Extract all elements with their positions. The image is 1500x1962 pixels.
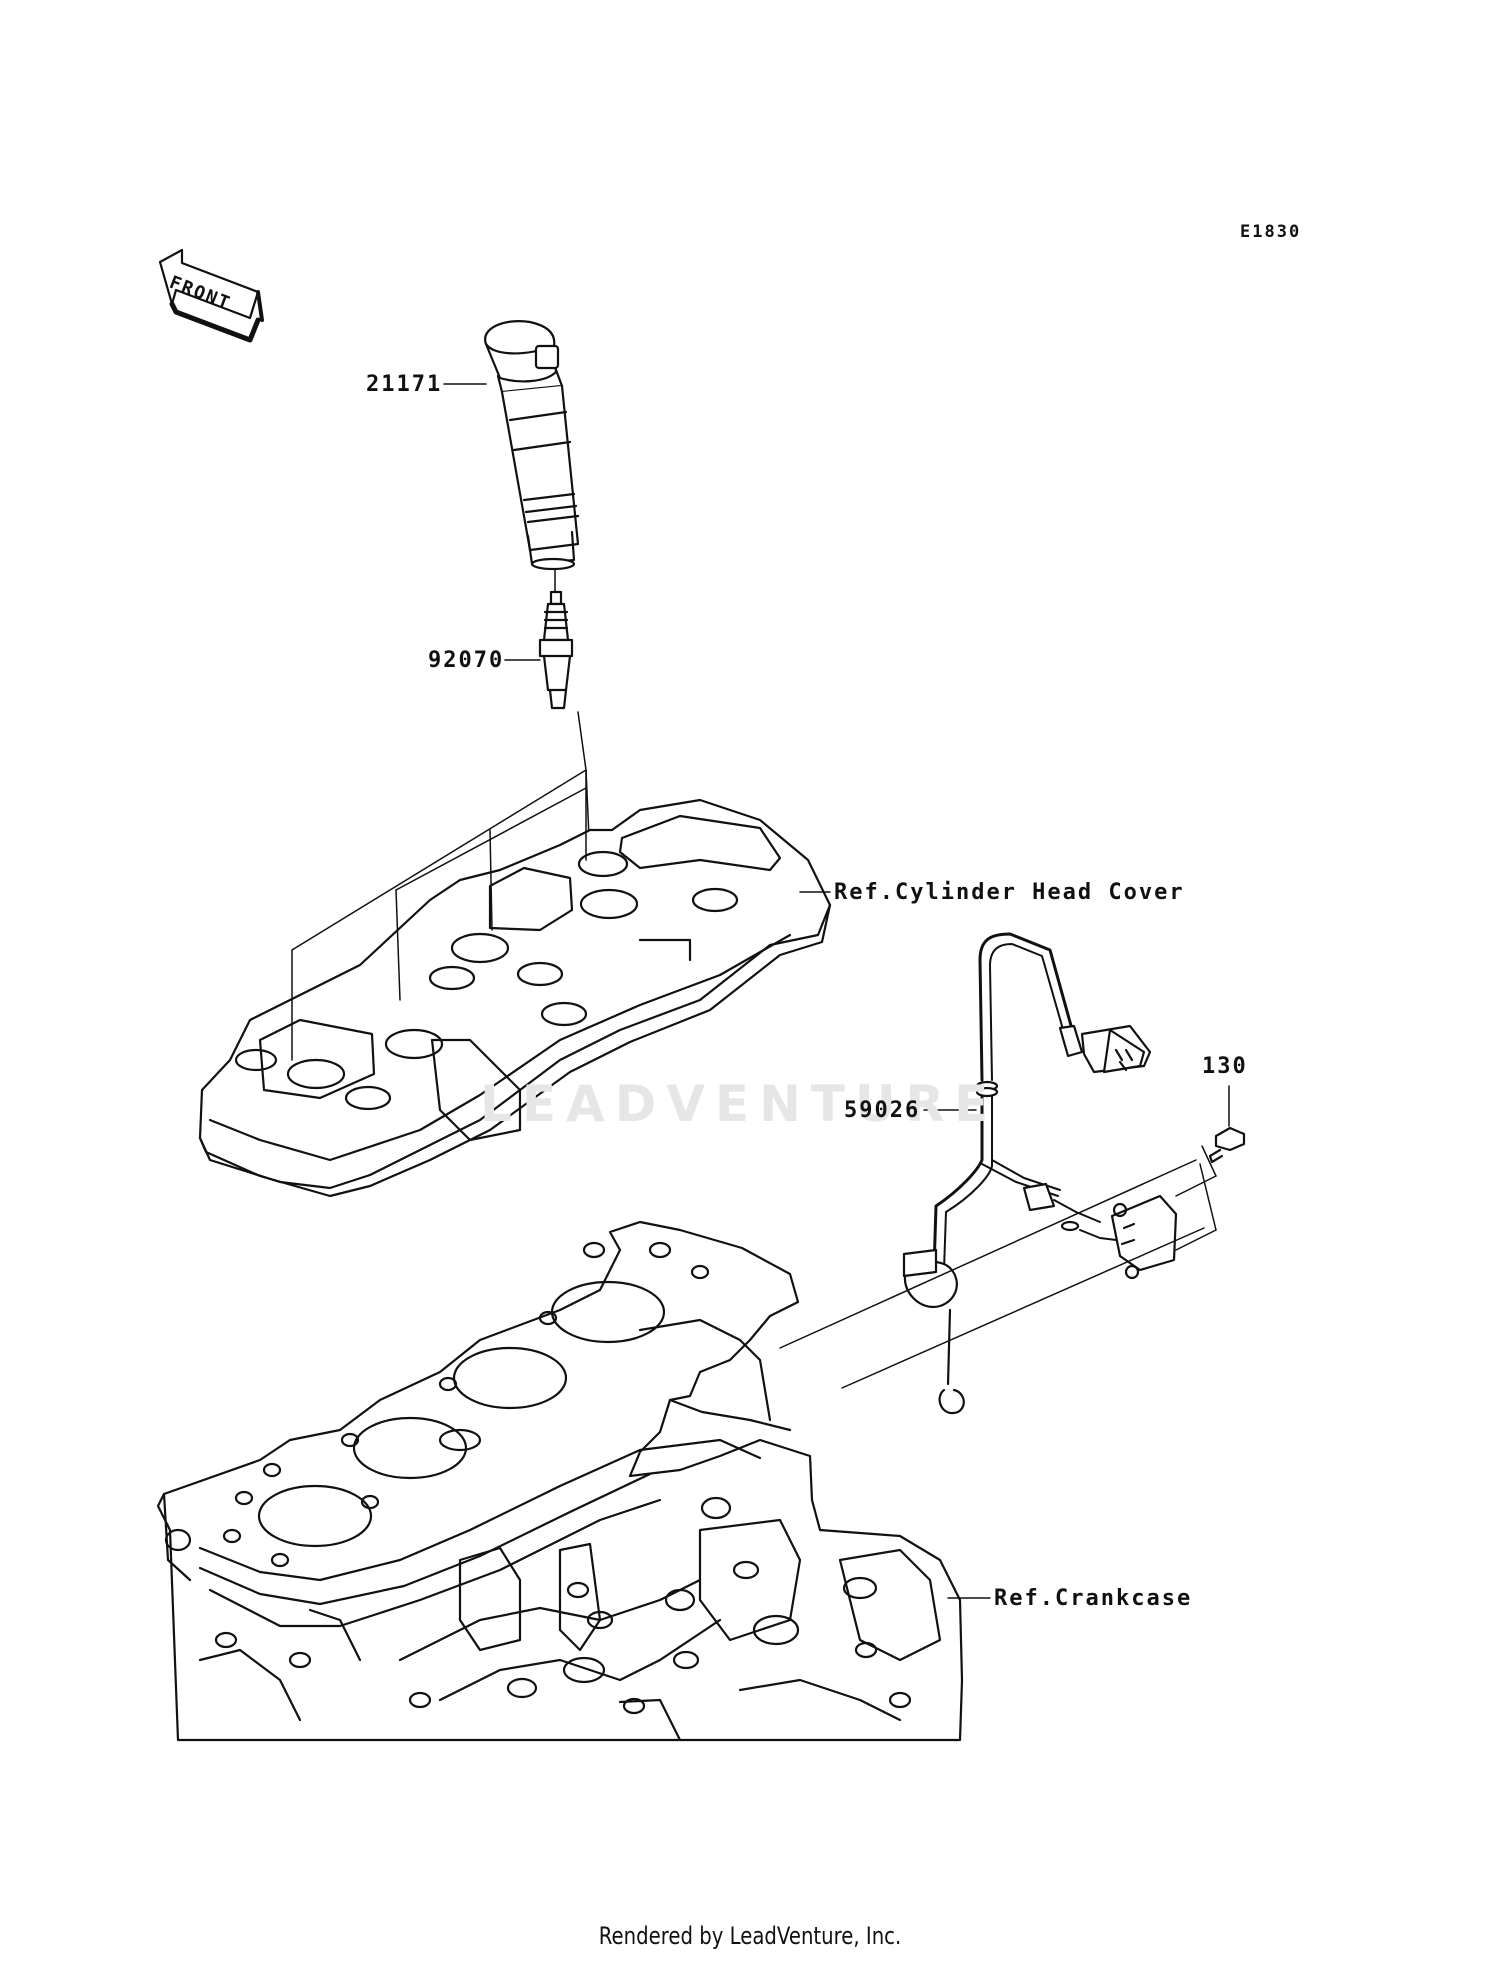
spark-plug-drawing <box>538 590 591 861</box>
leader-lines <box>443 383 1230 1599</box>
front-arrow-icon <box>158 248 264 343</box>
diagram-code: E1830 <box>1240 222 1302 242</box>
ignition-coil-drawing <box>484 320 580 593</box>
sensor-harness-drawing <box>779 932 1217 1415</box>
ref-crankcase[interactable]: Ref.Crankcase <box>994 1586 1193 1611</box>
part-number-21171[interactable]: 21171 <box>366 372 443 397</box>
part-number-59026[interactable]: 59026 <box>844 1098 921 1123</box>
watermark-text: LEADVENTURE <box>480 1075 999 1133</box>
part-number-130[interactable]: 130 <box>1202 1054 1248 1079</box>
cylinder-head-cover-drawing <box>198 769 832 1198</box>
footer-credit: Rendered by LeadVenture, Inc. <box>598 1922 902 1950</box>
bolt-drawing <box>1208 1126 1246 1164</box>
crankcase-drawing <box>156 1220 964 1742</box>
ref-cylinder-head-cover[interactable]: Ref.Cylinder Head Cover <box>834 880 1185 905</box>
part-number-92070[interactable]: 92070 <box>428 648 505 673</box>
